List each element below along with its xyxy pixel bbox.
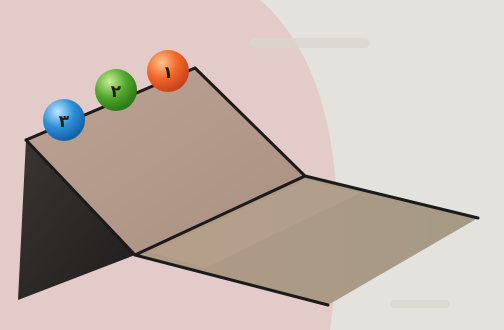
ball-2-label: ٢ [111,82,122,102]
ball-3: ٣ [43,99,85,141]
ball-2: ٢ [95,69,137,111]
faint-smudge-2 [390,300,450,308]
ball-3-label: ٣ [59,112,70,132]
ball-1-label: ١ [163,63,173,83]
ball-1: ١ [147,50,189,92]
faint-smudge-1 [250,38,370,48]
